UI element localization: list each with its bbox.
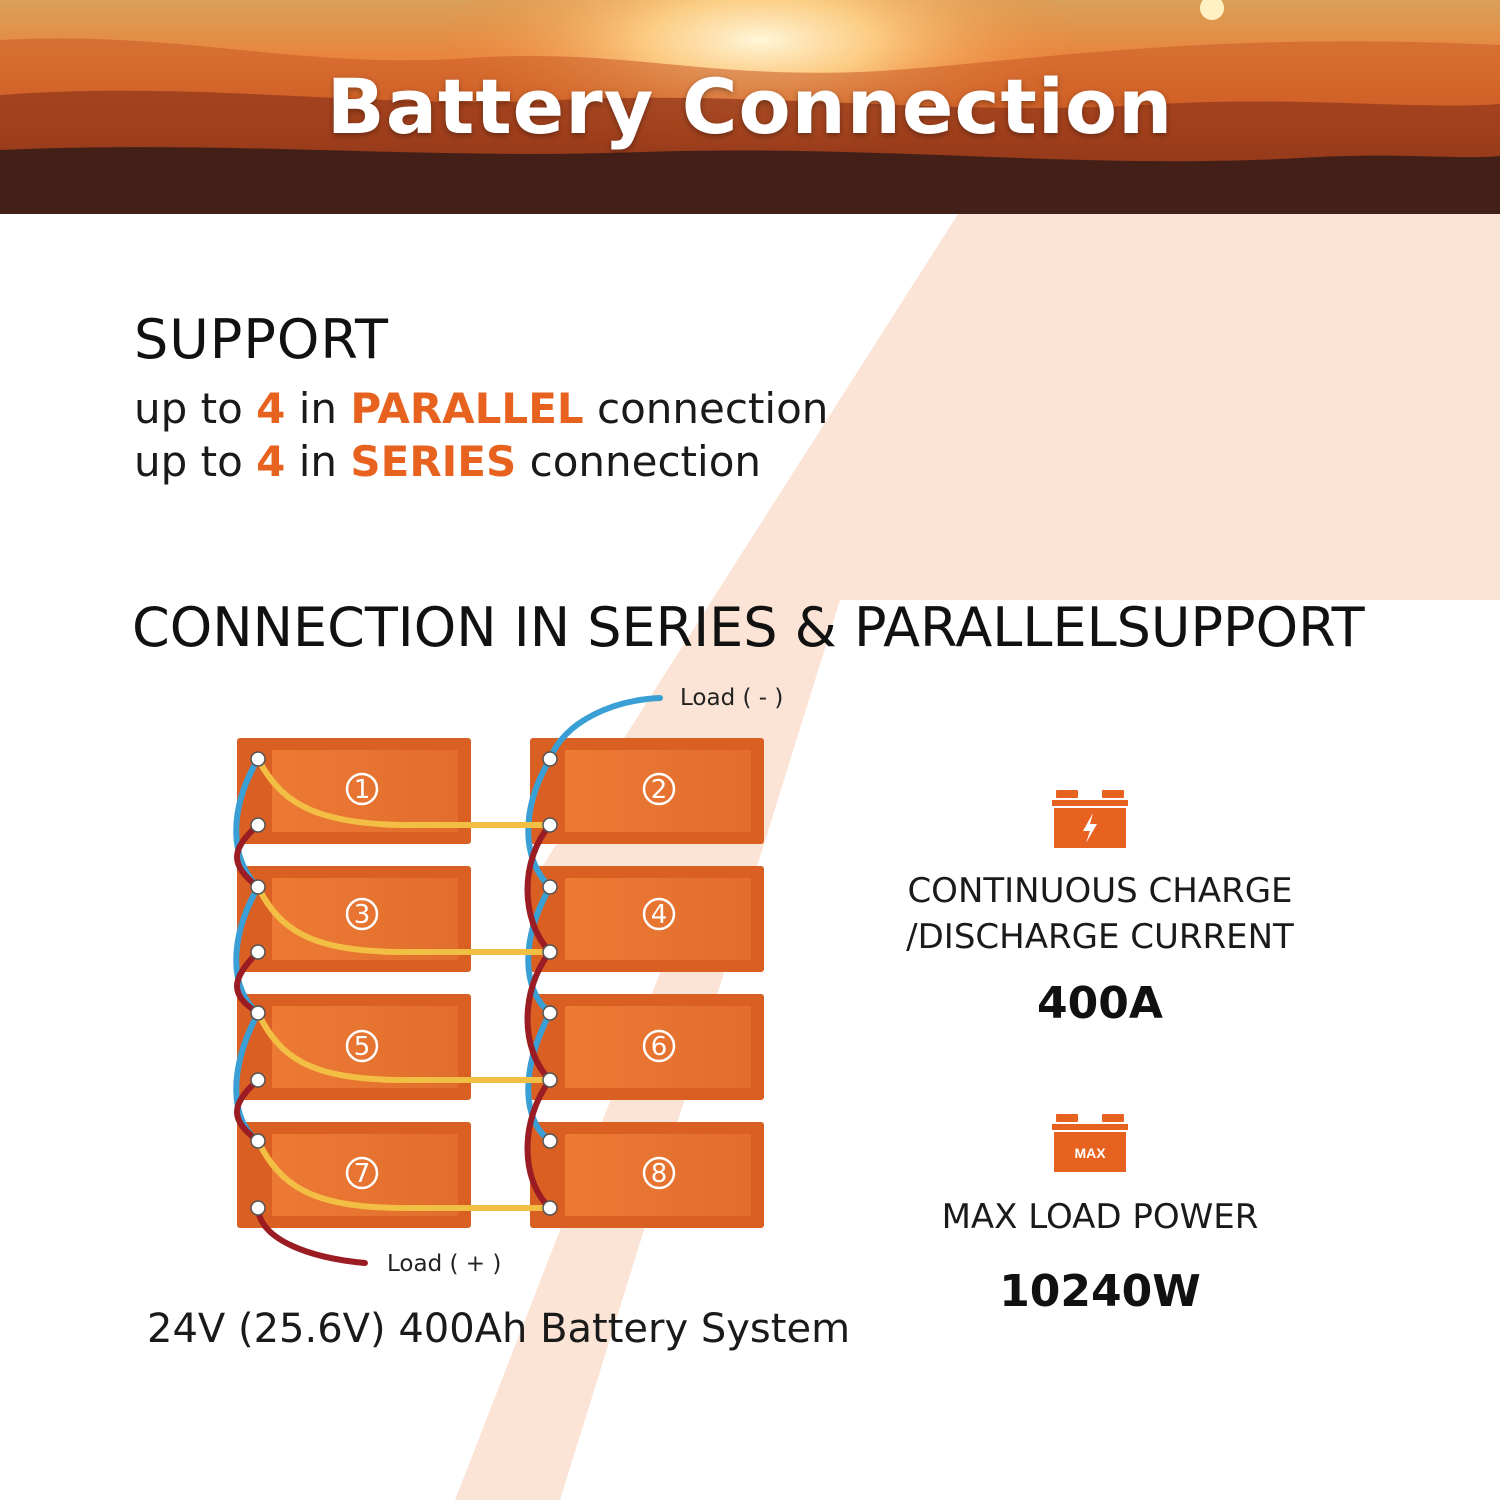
- battery-charge-icon: [1052, 790, 1128, 848]
- svg-text:2: 2: [651, 775, 668, 805]
- load-positive-label: Load ( + ): [387, 1251, 501, 1277]
- svg-text:1: 1: [354, 775, 371, 805]
- positive-wires: [234, 822, 553, 1266]
- battery-number-2: 2: [642, 772, 676, 806]
- svg-text:6: 6: [651, 1032, 668, 1062]
- load-positive-wire: [255, 1205, 368, 1266]
- battery-max-icon-text: MAX: [1074, 1145, 1106, 1161]
- battery-4: [530, 866, 764, 972]
- series-suffix: connection: [516, 437, 762, 486]
- support-heading: SUPPORT: [134, 308, 390, 371]
- series-mode: SERIES: [350, 437, 517, 486]
- battery-number-8: 8: [642, 1156, 676, 1190]
- battery-2: [530, 738, 764, 844]
- battery-number-3: 3: [345, 897, 379, 931]
- series-count: 4: [256, 437, 286, 486]
- continuous-current-value: 400A: [1037, 978, 1163, 1029]
- svg-text:3: 3: [354, 900, 371, 930]
- header-banner: Battery Connection: [0, 0, 1500, 214]
- terminals: [250, 751, 558, 1216]
- battery-number-7: 7: [345, 1156, 379, 1190]
- parallel-support-line: up to 4 in PARALLEL connection: [134, 384, 828, 433]
- section-heading: CONNECTION IN SERIES & PARALLELSUPPORT: [132, 596, 1365, 659]
- series-middle: in: [285, 437, 351, 486]
- load-negative-label: Load ( - ): [680, 685, 783, 711]
- parallel-middle: in: [285, 384, 351, 433]
- parallel-suffix: connection: [583, 384, 829, 433]
- battery-number-4: 4: [642, 897, 676, 931]
- continuous-current-label-line1: CONTINUOUS CHARGE: [907, 871, 1293, 911]
- parallel-prefix: up to: [134, 384, 257, 433]
- parallel-count: 4: [256, 384, 286, 433]
- svg-text:4: 4: [651, 900, 668, 930]
- svg-text:7: 7: [354, 1159, 371, 1189]
- battery-6: [530, 994, 764, 1100]
- battery-max-icon: MAX: [1052, 1114, 1128, 1172]
- continuous-current-label: CONTINUOUS CHARGE /DISCHARGE CURRENT: [880, 868, 1320, 960]
- parallel-mode: PARALLEL: [350, 384, 584, 433]
- load-negative-wire: [547, 695, 663, 762]
- battery-number-6: 6: [642, 1029, 676, 1063]
- sunset-mountains-image: [0, 0, 1500, 214]
- svg-text:8: 8: [651, 1159, 668, 1189]
- max-load-power-label: MAX LOAD POWER: [941, 1197, 1259, 1237]
- max-load-power-value: 10240W: [999, 1266, 1201, 1317]
- link-wires: [255, 756, 553, 1211]
- battery-8: [530, 1122, 764, 1228]
- series-prefix: up to: [134, 437, 257, 486]
- battery-system-label: 24V (25.6V) 400Ah Battery System: [147, 1306, 851, 1352]
- continuous-current-label-line2: /DISCHARGE CURRENT: [906, 917, 1294, 957]
- battery-number-5: 5: [345, 1029, 379, 1063]
- battery-wiring-diagram: 1 2 3 4 5 6 7 8: [233, 685, 783, 1277]
- battery-number-1: 1: [345, 772, 379, 806]
- series-support-line: up to 4 in SERIES connection: [134, 437, 761, 486]
- page-title: Battery Connection: [326, 62, 1174, 151]
- svg-text:5: 5: [354, 1032, 371, 1062]
